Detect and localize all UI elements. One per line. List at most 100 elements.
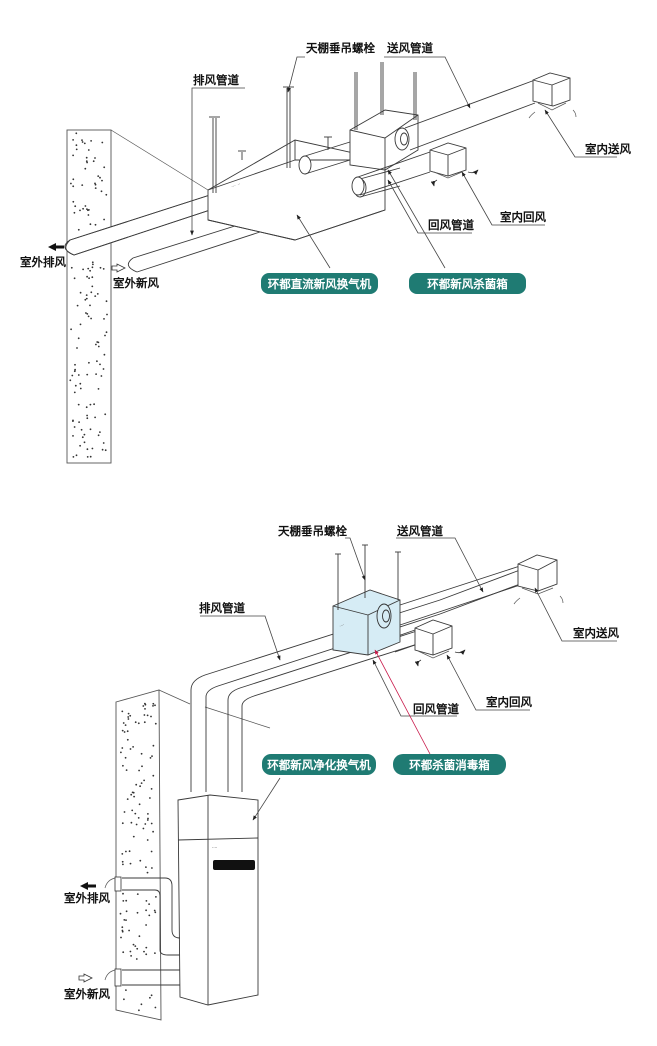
- concrete-speckle: [146, 839, 149, 841]
- concrete-speckle: [102, 268, 105, 270]
- concrete-speckle: [144, 702, 146, 705]
- top-label-indoor-supply: 室内送风: [585, 142, 631, 156]
- concrete-speckle: [147, 817, 149, 820]
- top-label-return-duct: 回风管道: [428, 218, 474, 232]
- concrete-speckle: [73, 391, 76, 394]
- concrete-speckle: [121, 729, 124, 732]
- concrete-speckle: [129, 950, 132, 953]
- bottom-pill-steril-box: 环都杀菌消毒箱: [393, 754, 506, 775]
- concrete-speckle: [91, 261, 94, 264]
- concrete-speckle: [140, 752, 143, 755]
- concrete-speckle: [125, 919, 127, 921]
- concrete-speckle: [88, 277, 90, 280]
- concrete-speckle: [75, 144, 78, 147]
- concrete-speckle: [76, 347, 78, 349]
- concrete-speckle: [97, 434, 100, 437]
- concrete-speckle: [149, 996, 151, 999]
- concrete-speckle: [141, 765, 143, 768]
- concrete-speckle: [144, 708, 146, 710]
- concrete-speckle: [93, 403, 95, 406]
- concrete-speckle: [91, 447, 94, 450]
- concrete-speckle: [86, 448, 89, 451]
- concrete-speckle: [90, 317, 92, 320]
- concrete-speckle: [90, 291, 93, 294]
- concrete-speckle: [91, 266, 94, 269]
- concrete-speckle: [86, 373, 89, 376]
- concrete-speckle: [152, 705, 154, 707]
- concrete-speckle: [79, 323, 82, 326]
- concrete-speckle: [122, 892, 124, 895]
- concrete-speckle: [134, 721, 137, 724]
- concrete-speckle: [69, 379, 72, 382]
- concrete-speckle: [86, 456, 89, 458]
- top-pill-steril-box: 环都新风杀菌箱: [409, 273, 526, 294]
- concrete-speckle: [103, 166, 106, 169]
- concrete-speckle: [121, 853, 124, 855]
- concrete-speckle: [136, 893, 139, 895]
- concrete-speckle: [104, 334, 106, 337]
- concrete-speckle: [148, 903, 151, 905]
- concrete-speckle: [122, 863, 124, 866]
- concrete-speckle: [74, 368, 76, 371]
- concrete-speckle: [72, 435, 74, 437]
- concrete-speckle: [143, 779, 146, 782]
- concrete-speckle: [119, 912, 122, 915]
- concrete-speckle: [138, 769, 141, 772]
- concrete-speckle: [89, 403, 92, 406]
- concrete-speckle: [131, 791, 134, 794]
- concrete-speckle: [152, 744, 155, 747]
- concrete-speckle: [86, 417, 89, 420]
- concrete-speckle: [154, 704, 156, 707]
- concrete-speckle: [92, 263, 94, 266]
- concrete-speckle: [140, 1003, 143, 1006]
- bottom-label-outdoor-exhaust: 室外排风: [64, 891, 110, 905]
- concrete-speckle: [79, 444, 81, 447]
- concrete-speckle: [149, 797, 151, 799]
- concrete-speckle: [72, 456, 75, 458]
- concrete-speckle: [125, 910, 128, 913]
- concrete-speckle: [97, 175, 100, 178]
- concrete-speckle: [135, 958, 138, 960]
- concrete-speckle: [70, 266, 73, 269]
- concrete-speckle: [126, 738, 129, 741]
- concrete-speckle: [121, 710, 124, 713]
- concrete-speckle: [96, 360, 98, 363]
- bottom-pill-unit-text: 环都新风净化换气机: [267, 758, 371, 772]
- concrete-speckle: [125, 850, 127, 853]
- concrete-speckle: [136, 947, 139, 950]
- concrete-speckle: [151, 755, 153, 757]
- concrete-speckle: [85, 312, 87, 314]
- bottom-label-outdoor-fresh: 室外新风: [64, 987, 110, 1001]
- concrete-speckle: [146, 871, 149, 874]
- bottom-wall: [115, 689, 271, 1021]
- concrete-speckle: [125, 769, 128, 771]
- concrete-speckle: [80, 428, 83, 431]
- concrete-speckle: [88, 361, 90, 364]
- concrete-speckle: [100, 375, 103, 377]
- concrete-speckle: [104, 449, 107, 452]
- concrete-speckle: [133, 795, 136, 798]
- top-label-outdoor-fresh: 室外新风: [113, 276, 159, 290]
- concrete-speckle: [138, 803, 141, 806]
- bottom-supply-duct: [399, 565, 521, 626]
- concrete-speckle: [86, 275, 88, 278]
- concrete-speckle: [99, 431, 101, 433]
- concrete-speckle: [143, 950, 145, 953]
- concrete-speckle: [101, 141, 104, 144]
- top-diagram: ᐧᐧᐧ ᐧᐧ: [20, 41, 631, 464]
- concrete-speckle: [73, 370, 76, 373]
- concrete-speckle: [102, 442, 105, 444]
- concrete-speckle: [138, 1009, 140, 1012]
- concrete-speckle: [122, 951, 125, 954]
- concrete-speckle: [91, 276, 94, 279]
- concrete-speckle: [87, 209, 89, 212]
- concrete-speckle: [94, 416, 96, 419]
- svg-text:ᐧᐧᐧᐧ: ᐧᐧᐧᐧ: [212, 846, 217, 852]
- concrete-speckle: [104, 413, 107, 416]
- concrete-speckle: [105, 193, 108, 196]
- concrete-speckle: [123, 998, 125, 1001]
- concrete-speckle: [86, 313, 89, 315]
- concrete-speckle: [94, 187, 97, 190]
- concrete-speckle: [145, 909, 148, 912]
- concrete-speckle: [76, 304, 79, 307]
